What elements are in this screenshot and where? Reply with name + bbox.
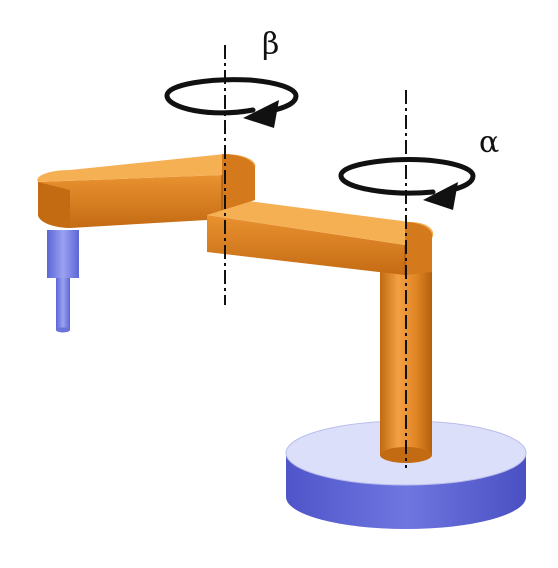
alpha-label: α (479, 125, 499, 160)
link-2-arm (37, 153, 256, 228)
beta-rotation-arrow-icon (164, 77, 299, 128)
alpha-rotation-arrow-icon (338, 157, 476, 210)
link-1-arm (200, 197, 434, 275)
end-effector (47, 230, 79, 333)
beta-label: β (262, 27, 279, 62)
